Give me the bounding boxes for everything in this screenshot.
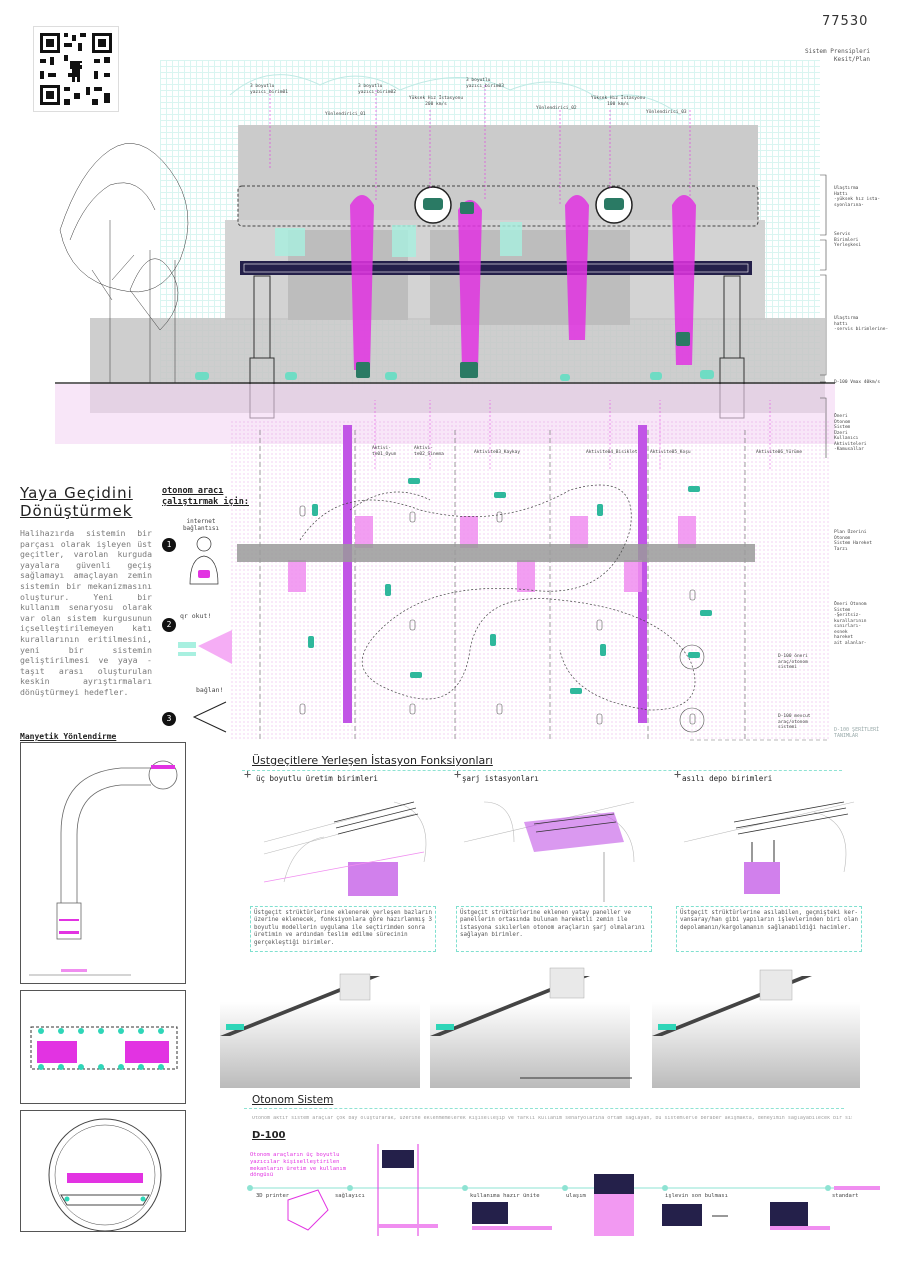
plan-drawing [0, 395, 904, 760]
station-1-desc: Üstgeçit strüktürlerine eklenerek yerleş… [250, 906, 436, 952]
note-motion-style: Plan Üzerini Otonom Sistem Hareket Tarzı [834, 530, 872, 552]
otonom-subtitle: Otonom aktif sistem araçlar çok bay oluş… [252, 1116, 852, 1121]
station-3-desc: Üstgeçit strüktürlerine asılabilen, geçm… [676, 906, 862, 952]
plus-icon-2: + [454, 767, 462, 781]
note-d100-lanes: D-100 ŞERİTLERİ TANIMLAR [834, 727, 880, 739]
note-user-activities: Öneri Otonom Sistem Üzeri Kullanıcı Akti… [834, 414, 867, 452]
flow-step-2: sağlayıcı [335, 1193, 365, 1199]
label-router-3: Yönlendirici_03 [646, 110, 687, 115]
step-2-badge: 2 [162, 618, 176, 632]
flow-step-5: işlevin son bulması [665, 1193, 728, 1199]
plus-icon-3: + [674, 767, 682, 781]
label-printer-1: 3 boyutlu yazıcı_birim01 [250, 84, 288, 95]
station-2-label: şarj istasyonları [462, 774, 539, 783]
step-3-badge: 3 [162, 712, 176, 726]
stations-title: Üstgeçitlere Yerleşen İstasyon Fonksiyon… [252, 754, 493, 767]
label-station-1: Yüksek Hız İstasyonu 200 km/s [408, 96, 464, 107]
plan-d100-current: D-100 mevcut araç/otonom sistemi [778, 714, 811, 730]
otonom-title: Otonom Sistem [252, 1094, 334, 1106]
steps-title: otonom aracı çalıştırmak için: [162, 486, 249, 507]
station-3-label: asılı depo birimleri [682, 774, 773, 783]
left-body: Halihazırda sistemin bir parçası olarak … [20, 528, 152, 697]
flow-step-3: kullanıma hazır ünite [470, 1193, 540, 1199]
header-subtitle: Sistem Prensipleri Kesit/Plan [804, 48, 870, 63]
plan-activity-3: Aktivite03_Kaykay [474, 450, 521, 455]
render-strip [220, 966, 860, 1088]
station-1-label: üç boyutlu üretim birimleri [256, 774, 378, 783]
step-2-label: qr okut! [180, 612, 212, 620]
station-3: asılı depo birimleri Üstgeçit strüktürle… [674, 772, 874, 962]
d100-desc: Otonom araçların üç boyutlu yazıcılar ki… [250, 1152, 347, 1179]
plus-icon-1: + [244, 767, 252, 781]
stations-divider [242, 770, 842, 771]
plan-activity-1: Aktivi- te01_Oyun [372, 446, 397, 457]
flow-step-4: ulaşım [566, 1193, 586, 1199]
step-1-badge: 1 [162, 538, 176, 552]
flow-diagram [240, 1140, 880, 1240]
label-router-1: Yönlendirici_01 [325, 112, 366, 117]
station-1: üç boyutlu üretim birimleri Üstgeçit str… [244, 772, 444, 962]
detail-panel-2 [20, 990, 186, 1104]
left-title: Yaya Geçidini Dönüştürmek [20, 484, 133, 520]
note-transport-service: Ulaştırma hattı -servis birimlerine- [834, 316, 889, 332]
label-printer-2: 3 boyutlu yazıcı_birim02 [358, 84, 396, 95]
plan-d100-proposed: D-100 öneri araç/otonom sistemi [778, 654, 808, 670]
plan-activity-4: Aktivite04_Bisiklet [586, 450, 638, 455]
note-service-units: Servis Birimleri Yerleşkesi [834, 232, 862, 248]
flow-step-1: 3D printer [256, 1193, 290, 1199]
step-3-label: bağlan! [196, 686, 224, 694]
label-printer-3: 3 boyutlu yazıcı_birim03 [466, 78, 504, 89]
section-drawing [0, 60, 904, 460]
step-1-label: internet bağlantısı [182, 518, 220, 532]
label-router-2: Yönlendirici_02 [536, 106, 577, 111]
plan-activity-6: Aktivite06_Yürüme [756, 450, 803, 455]
person-phone-icon [180, 534, 228, 588]
otonom-divider [244, 1108, 844, 1109]
sheet-number: 77530 [822, 14, 869, 29]
note-laneless-system: Öneri Otonom Sistem -Şeritsiz- kuralları… [834, 602, 867, 646]
label-station-2: Yüksek Hız İstasyonu 100 km/s [590, 96, 646, 107]
detail-panel-1 [20, 742, 186, 984]
station-2-desc: Üstgeçit strüktürlerine eklenen yatay pa… [456, 906, 652, 952]
plan-activity-2: Aktivi- te02_Sinema [414, 446, 444, 457]
detail-panel-3 [20, 1110, 186, 1232]
connect-icon [190, 700, 230, 734]
d100-title: D-100 [252, 1130, 286, 1141]
flow-step-6: standart [832, 1193, 859, 1199]
qr-scan-icon[interactable] [178, 624, 234, 668]
note-d100-vmax: D-100 Vmax 40km/s [834, 380, 881, 385]
qr-code[interactable] [33, 26, 119, 112]
station-2: şarj istasyonları Üstgeçit strüktürlerin… [454, 772, 654, 962]
plan-activity-5: Aktivite05_Koşu [650, 450, 691, 455]
note-transport-line: Ulaştırma Hattı -yüksek hız ista- syonla… [834, 186, 881, 208]
